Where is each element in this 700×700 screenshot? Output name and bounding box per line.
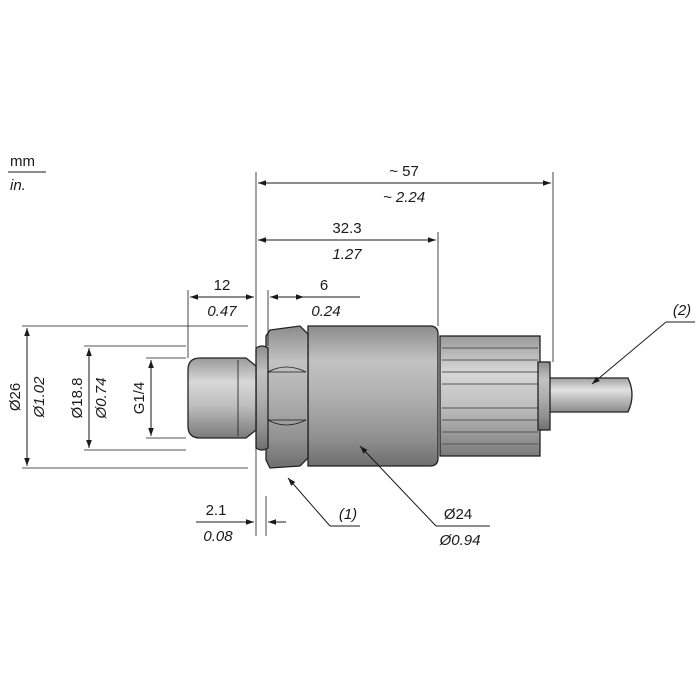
threaded-tip: [187, 357, 257, 439]
hex-length-in: 0.24: [311, 303, 340, 320]
thread-label: G1/4: [131, 382, 148, 415]
dim-thread-length: 12 0.47: [190, 277, 254, 320]
dim-thread: G1/4: [131, 360, 154, 436]
gland-cap: [537, 361, 551, 431]
thread-length-mm: 12: [214, 277, 231, 294]
callout-seal: (1): [287, 477, 360, 527]
dim-body-length: 32.3 1.27: [258, 220, 436, 263]
unit-mm-label: mm: [10, 153, 35, 170]
overall-length-mm: ~ 57: [389, 163, 419, 180]
unit-in-label: in.: [10, 177, 26, 194]
dim-hex-length: 6 0.24: [270, 277, 360, 320]
thread-length-in: 0.47: [207, 303, 237, 320]
callout-seal-label: (1): [339, 506, 357, 523]
overall-length-in: ~ 2.24: [383, 189, 425, 206]
outer-diameter-mm: Ø26: [7, 383, 24, 411]
flange-thickness-in: 0.08: [203, 528, 233, 545]
callout-cable: (2): [591, 302, 695, 385]
extension-lines: [22, 172, 554, 536]
dim-flange-thickness: 2.1 0.08: [196, 502, 286, 545]
dim-overall-length: ~ 57 ~ 2.24: [258, 163, 551, 206]
dim-seal-diameter: Ø18.8 Ø0.74: [69, 348, 110, 448]
seal-diameter-in: Ø0.74: [93, 378, 110, 420]
gland-ribs: [442, 347, 538, 445]
cable-shape: [547, 377, 633, 413]
body-length-in: 1.27: [332, 246, 362, 263]
flange-thickness-mm: 2.1: [206, 502, 227, 519]
outer-diameter-in: Ø1.02: [31, 376, 48, 419]
hex-nut: [265, 325, 309, 469]
dim-outer-diameter: Ø26 Ø1.02: [7, 328, 48, 466]
seal-diameter-mm: Ø18.8: [69, 378, 86, 419]
body-length-mm: 32.3: [332, 220, 361, 237]
callout-body-diameter: Ø24 Ø0.94: [359, 445, 490, 549]
seal-ring: [255, 345, 269, 451]
body-diameter-in: Ø0.94: [439, 532, 481, 549]
sensor-part: [187, 325, 633, 469]
hex-length-mm: 6: [320, 277, 328, 294]
body-diameter-mm: Ø24: [444, 506, 472, 523]
callout-cable-label: (2): [673, 302, 691, 319]
main-body: [307, 325, 439, 467]
cable-gland: [439, 335, 541, 457]
